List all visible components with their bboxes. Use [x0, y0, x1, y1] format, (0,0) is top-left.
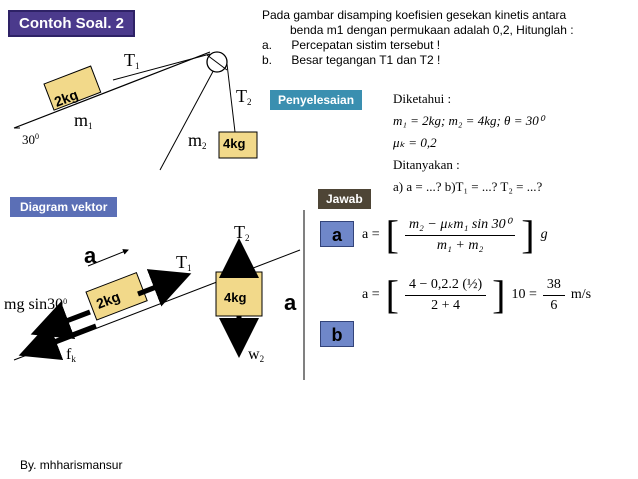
formula-g: g — [540, 227, 548, 242]
vector-block-m2 — [215, 271, 263, 317]
formula-lhs: a = — [362, 227, 380, 242]
gravity-component-label: mg sin300 — [4, 296, 68, 313]
tension-t2-label: T2 — [236, 86, 252, 107]
problem-item-a: a. Percepatan sistim tersebut ! — [262, 38, 636, 53]
formula-fraction: m₂ − μₖm₁ sin 30⁰ m₁ + m₂ — [404, 216, 516, 254]
acceleration-formula: a = [ m₂ − μₖm₁ sin 30⁰ m₁ + m₂ ] g — [362, 212, 548, 257]
formula-denominator: m₁ + m₂ — [436, 238, 484, 253]
answer-part-b-label: b — [331, 325, 343, 345]
result-numerator: 38 — [542, 277, 565, 296]
gravity-component-arrow — [30, 301, 91, 340]
asked-line: a) a = ...? b)T₁ = ...? T₂ = ...? — [393, 179, 543, 194]
accel-arrow-small — [87, 249, 129, 267]
block-m2 — [218, 131, 258, 159]
substitution-numerator: 4 − 0,2.2 (½) — [404, 277, 487, 296]
block-m2-label: 4kg — [223, 136, 246, 151]
tension-t1-label: T1 — [124, 50, 140, 71]
accel-label-left: a — [84, 243, 97, 268]
substitution-mid: 10 = — [511, 287, 537, 302]
tension-t1-arrow — [137, 269, 192, 307]
result-denominator: 6 — [550, 297, 558, 313]
problem-statement: Pada gambar disamping koefisien gesekan … — [262, 8, 636, 68]
author-credit: By. mhharismansur — [20, 458, 123, 472]
acceleration-substitution: a = [ 4 − 0,2.2 (½) 2 + 4 ] 10 = 38 6 m/… — [362, 272, 592, 317]
vector-diagram-heading: Diagram vektor — [20, 200, 108, 214]
item-a-label: a. — [262, 38, 273, 52]
weight-w2-label: w2 — [248, 346, 265, 364]
given-block: Diketahui : m₁ = 2kg; m₂ = 4kg; θ = 30⁰ … — [393, 88, 544, 198]
answer-label: Jawab — [326, 192, 363, 206]
substitution-fraction: 4 − 0,2.2 (½) 2 + 4 — [404, 277, 487, 314]
problem-line-2: benda m1 dengan permukaan adalah 0,2, Hi… — [290, 23, 574, 37]
solution-heading: Penyelesaian — [278, 93, 355, 107]
substitution-denominator: 2 + 4 — [431, 297, 460, 313]
item-b-text: Besar tegangan T1 dan T2 ! — [291, 53, 441, 67]
vector-diagram — [13, 210, 305, 380]
given-line-1: m₁ = 2kg; m₂ = 4kg; θ = 30⁰ — [393, 113, 544, 128]
answer-part-a-label: a — [331, 225, 342, 245]
rope-t1 — [112, 53, 211, 81]
friction-label: fk — [66, 346, 76, 364]
vector-t1-label: T1 — [176, 252, 192, 273]
vector-t2-label: T2 — [234, 222, 250, 243]
problem-line-1: Pada gambar disamping koefisien gesekan … — [262, 8, 567, 22]
vector-block-m1 — [85, 272, 148, 321]
problem-item-b: b. Besar tegangan T1 dan T2 ! — [262, 53, 636, 68]
item-a-text: Percepatan sistim tersebut ! — [291, 38, 441, 52]
solution-heading-badge: Penyelesaian — [270, 90, 363, 110]
angle-label: 300 — [22, 132, 39, 147]
answer-part-a-box: a — [320, 221, 354, 247]
answer-part-b-box: b — [320, 321, 354, 347]
vector-block-m2-label: 4kg — [224, 290, 247, 305]
given-line-2: μₖ = 0,2 — [393, 135, 437, 150]
result-fraction: 38 6 — [542, 277, 565, 314]
mass-m1-label: m1 — [74, 110, 93, 131]
incline-pulley-figure — [13, 51, 258, 171]
friction-arrow — [18, 322, 97, 360]
mass-m2-label: m2 — [188, 130, 207, 151]
answer-badge: Jawab — [318, 189, 371, 209]
block-m1 — [43, 65, 102, 111]
example-title-badge: Contoh Soal. 2 — [8, 10, 135, 37]
item-b-label: b. — [262, 53, 273, 67]
given-label: Diketahui : — [393, 91, 452, 106]
accel-label-right: a — [284, 290, 297, 315]
vector-diagram-badge: Diagram vektor — [10, 197, 118, 217]
asked-label: Ditanyakan : — [393, 157, 460, 172]
formula-numerator: m₂ − μₖm₁ sin 30⁰ — [404, 216, 516, 236]
rope-t2 — [226, 63, 236, 133]
incline-surface — [13, 51, 211, 129]
result-unit: m/s — [570, 287, 592, 302]
substitution-lhs: a = — [362, 287, 380, 302]
example-title: Contoh Soal. 2 — [19, 15, 124, 32]
pulley-support — [159, 63, 218, 171]
